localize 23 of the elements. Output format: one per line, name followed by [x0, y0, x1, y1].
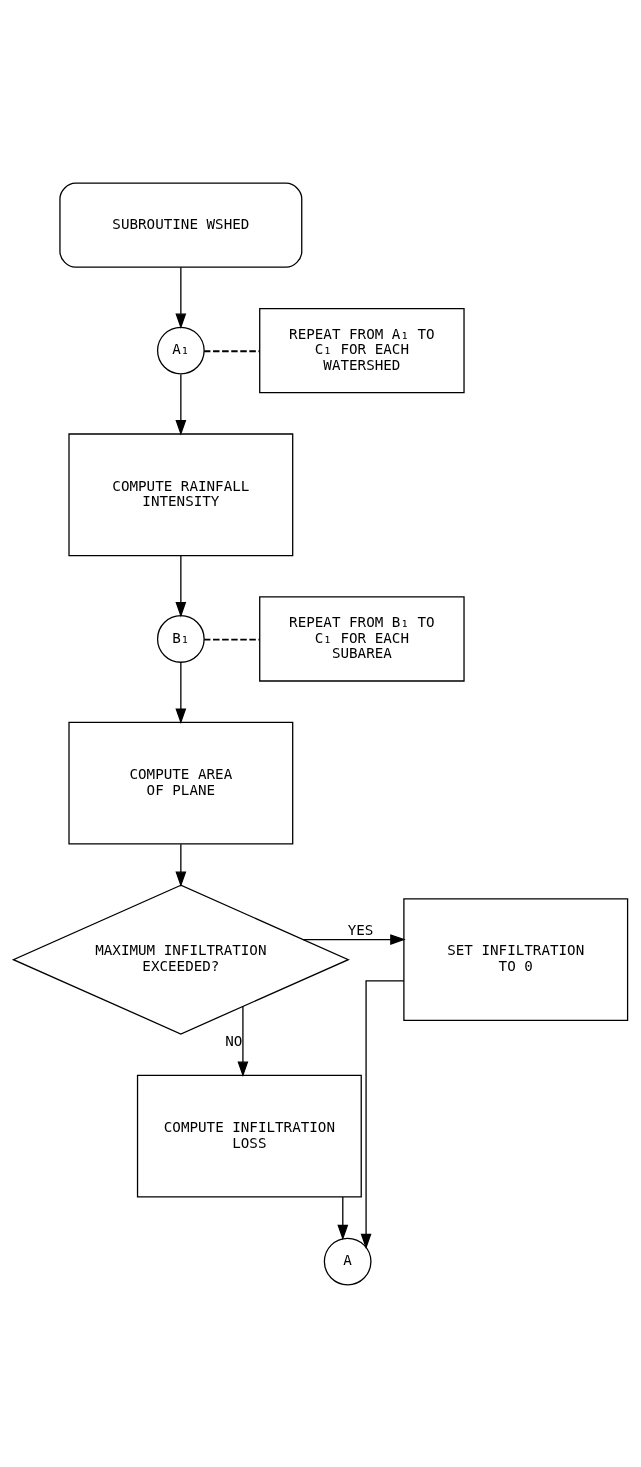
arrow — [175, 554, 187, 617]
node-circle: A — [323, 1237, 372, 1285]
node-box: SUBROUTINE WSHED — [59, 182, 303, 268]
arrow — [175, 843, 187, 887]
connector — [203, 349, 261, 352]
node-box: SET INFILTRATION TO 0 — [403, 897, 629, 1021]
node-box: COMPUTE AREA OF PLANE — [68, 721, 294, 845]
arrow — [237, 1005, 249, 1077]
arrow — [175, 266, 187, 329]
arrow — [302, 933, 406, 945]
edge-label: YES — [347, 921, 374, 938]
node-box: REPEAT FROM A₁ TO C₁ FOR EACH WATERSHED — [259, 307, 465, 393]
node-box: REPEAT FROM B₁ TO C₁ FOR EACH SUBAREA — [259, 595, 465, 682]
node-box: COMPUTE RAINFALL INTENSITY — [68, 432, 294, 556]
node-box: COMPUTE INFILTRATION LOSS — [136, 1074, 362, 1198]
arrow — [175, 373, 187, 436]
node-circle: B₁ — [156, 614, 205, 663]
arrow — [360, 979, 405, 1249]
edge-label: NO — [225, 1032, 243, 1049]
node-circle: A₁ — [156, 326, 205, 375]
arrow — [337, 1195, 349, 1240]
arrow — [175, 661, 187, 724]
connector — [203, 638, 261, 641]
